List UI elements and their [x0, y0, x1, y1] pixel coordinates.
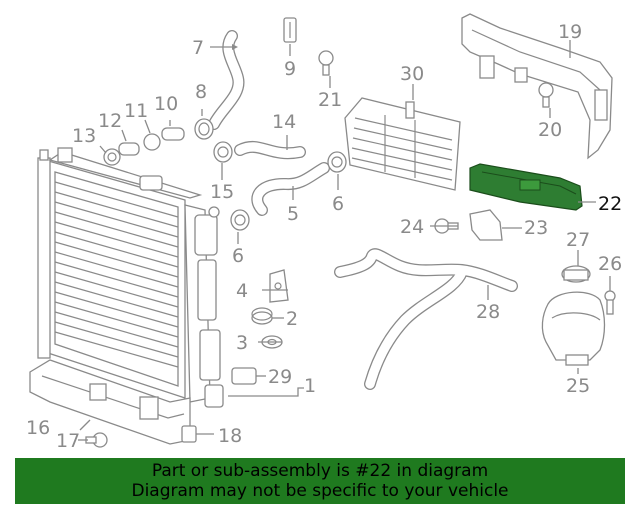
clamp-15[interactable]: [213, 141, 233, 163]
callout-26: 26: [598, 253, 622, 275]
fitting-10[interactable]: [161, 127, 185, 141]
connector-29[interactable]: [231, 367, 257, 385]
callout-2: 2: [286, 308, 298, 330]
banner-line-2: Diagram may not be specific to your vehi…: [131, 481, 509, 501]
callout-16: 16: [26, 417, 50, 439]
fitting-11[interactable]: [143, 133, 161, 151]
callout-5: 5: [287, 203, 299, 225]
upper-hose[interactable]: [208, 30, 245, 130]
clip-18[interactable]: [181, 425, 197, 443]
reservoir-cap[interactable]: [561, 265, 591, 283]
callout-19: 19: [558, 21, 582, 43]
hose-clip-9[interactable]: [283, 17, 297, 43]
clamp-13[interactable]: [103, 148, 121, 166]
hose-5[interactable]: [251, 162, 330, 216]
clamp-6-upper[interactable]: [327, 151, 347, 173]
bolt-26[interactable]: [604, 290, 616, 315]
callout-22: 22: [598, 193, 622, 215]
bolt-21[interactable]: [318, 50, 334, 76]
bracket-4[interactable]: [269, 269, 289, 303]
callout-25: 25: [566, 375, 590, 397]
callout-23: 23: [524, 217, 548, 239]
banner-line-1: Part or sub-assembly is #22 in diagram: [151, 461, 489, 481]
callout-18: 18: [218, 425, 242, 447]
callout-15: 15: [210, 181, 234, 203]
callout-21: 21: [318, 89, 342, 111]
hose-14[interactable]: [234, 140, 306, 160]
callout-labels: 1 2 3 4 5 6 6 7 8 9 10 11 12 13 14 15 16…: [26, 21, 622, 452]
callout-13: 13: [72, 125, 96, 147]
callout-27: 27: [566, 229, 590, 251]
highlighted-part-22[interactable]: [469, 163, 583, 211]
clamp-8[interactable]: [194, 118, 214, 140]
grommet-2[interactable]: [251, 307, 273, 325]
fitting-12[interactable]: [118, 142, 140, 156]
bracket-23[interactable]: [469, 209, 503, 241]
shutter-assembly[interactable]: [344, 97, 461, 191]
callout-17: 17: [56, 430, 80, 452]
info-banner: Part or sub-assembly is #22 in diagram D…: [15, 458, 625, 504]
radiator[interactable]: [37, 147, 224, 408]
callout-10: 10: [154, 93, 178, 115]
overflow-hose[interactable]: [334, 248, 518, 390]
callout-28: 28: [476, 301, 500, 323]
bolt-17[interactable]: [85, 432, 108, 448]
coolant-reservoir[interactable]: [541, 291, 606, 366]
callout-8: 8: [195, 81, 207, 103]
callout-9: 9: [284, 58, 296, 80]
callout-11: 11: [124, 100, 148, 122]
callout-7: 7: [192, 37, 204, 59]
callout-4: 4: [236, 280, 248, 302]
callout-6-upper: 6: [332, 193, 344, 215]
clamp-6-lower[interactable]: [230, 209, 250, 231]
callout-1: 1: [304, 375, 316, 397]
lower-air-deflector[interactable]: [29, 359, 191, 445]
callout-6-lower: 6: [232, 245, 244, 267]
callout-30: 30: [400, 63, 424, 85]
callout-14: 14: [272, 111, 296, 133]
callout-3: 3: [236, 332, 248, 354]
callout-20: 20: [538, 119, 562, 141]
upper-bracket[interactable]: [461, 13, 613, 160]
callout-29: 29: [268, 366, 292, 388]
callout-12: 12: [98, 110, 122, 132]
leader-lines: [78, 40, 611, 441]
callout-24: 24: [400, 216, 424, 238]
bolt-20[interactable]: [538, 82, 554, 108]
